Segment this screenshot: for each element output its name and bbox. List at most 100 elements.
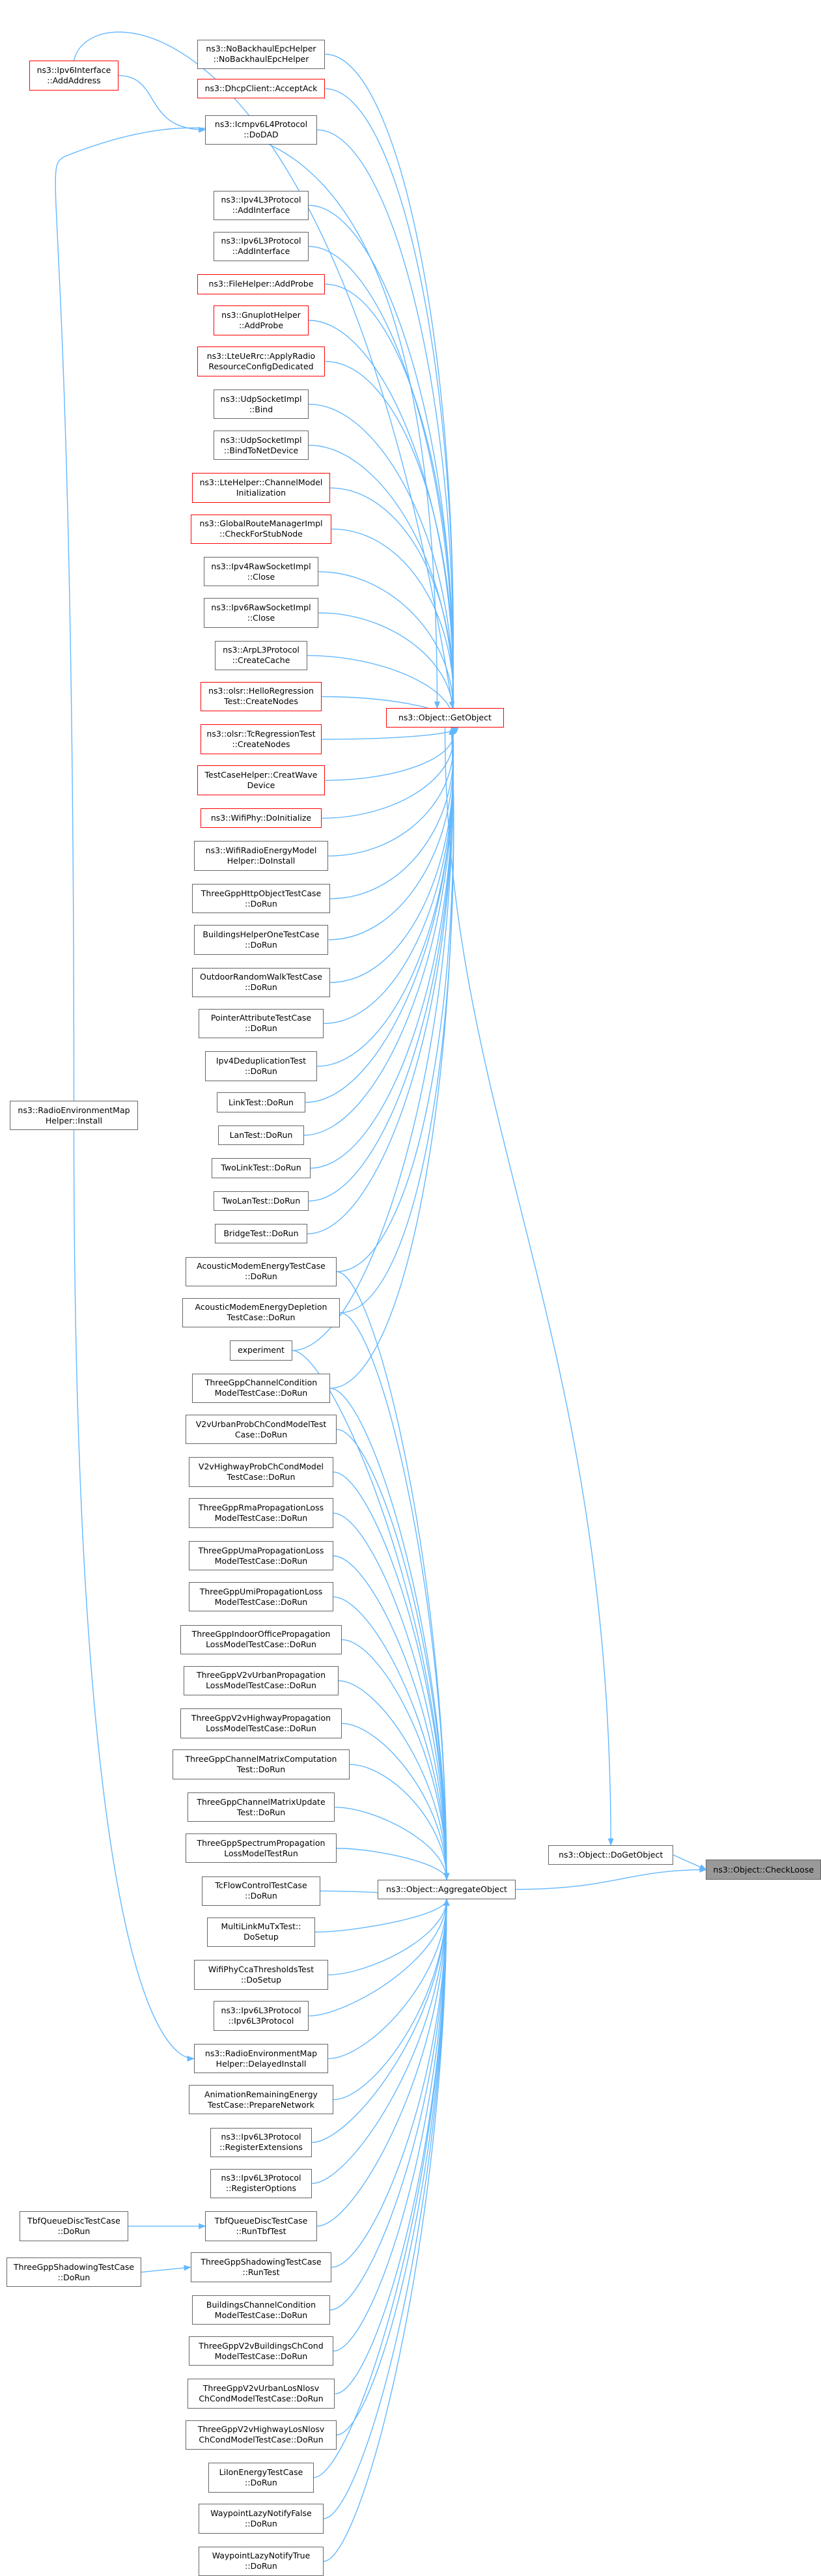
node-outdoorrandom-dorun[interactable]: OutdoorRandomWalkTestCase::DoRun xyxy=(192,967,330,998)
node-ipv6l3-regext[interactable]: ns3::Ipv6L3Protocol::RegisterExtensions xyxy=(210,2127,313,2157)
node-ipv6interface-addaddress[interactable]: ns3::Ipv6Interface::AddAddress xyxy=(29,61,118,91)
node-waypointfalse-dorun[interactable]: WaypointLazyNotifyFalse::DoRun xyxy=(199,2504,324,2534)
node-label: TwoLanTest::DoRun xyxy=(221,1195,301,1206)
node-lionenergy-dorun[interactable]: LiIonEnergyTestCase::DoRun xyxy=(208,2463,314,2493)
node-ipv4raw-close[interactable]: ns3::Ipv4RawSocketImpl::Close xyxy=(203,557,319,587)
node-getobject[interactable]: ns3::Object::GetObject xyxy=(385,708,505,728)
node-label: BridgeTest::DoRun xyxy=(223,1228,299,1239)
edge-threegppuma_dorun-to-aggregateobject xyxy=(333,1555,450,1880)
node-ipv4dedup-dorun[interactable]: Ipv4DeduplicationTest::DoRun xyxy=(205,1051,317,1081)
node-label: LossModelTestRun xyxy=(224,1848,298,1858)
node-tbfqueue-dorun[interactable]: TbfQueueDiscTestCase::DoRun xyxy=(20,2211,128,2241)
node-udpsocket-bind[interactable]: ns3::UdpSocketImpl::Bind xyxy=(213,389,309,419)
node-threegppshadow-runtest[interactable]: ThreeGppShadowingTestCase::RunTest xyxy=(190,2252,332,2282)
node-filehelper-addprobe[interactable]: ns3::FileHelper::AddProbe xyxy=(197,274,326,294)
node-gnuplot-addprobe[interactable]: ns3::GnuplotHelper::AddProbe xyxy=(213,305,309,335)
edge-ipv4l3_addinterface-to-getobject xyxy=(309,205,455,729)
node-multilinkmutx-dosetup[interactable]: MultiLinkMuTxTest::DoSetup xyxy=(206,1917,316,1947)
node-wifiphy-doinit[interactable]: ns3::WifiPhy::DoInitialize xyxy=(200,808,322,828)
node-buildingsone-dorun[interactable]: BuildingsHelperOneTestCase::DoRun xyxy=(193,925,329,955)
node-label: ThreeGppChannelMatrixComputation xyxy=(185,1754,337,1764)
node-tcflowcontrol-dorun[interactable]: TcFlowControlTestCase::DoRun xyxy=(202,1876,320,1906)
node-twolantest-dorun[interactable]: TwoLanTest::DoRun xyxy=(213,1191,309,1211)
node-globalroute-checkstub[interactable]: ns3::GlobalRouteManagerImpl::CheckForStu… xyxy=(190,514,332,544)
node-linktest-dorun[interactable]: LinkTest::DoRun xyxy=(216,1092,306,1112)
node-bridgetest-dorun[interactable]: BridgeTest::DoRun xyxy=(215,1224,307,1244)
node-label: TestCase::DoRun xyxy=(227,1312,296,1323)
node-experiment[interactable]: experiment xyxy=(230,1340,292,1361)
node-ipv4l3-addinterface[interactable]: ns3::Ipv4L3Protocol::AddInterface xyxy=(213,190,309,220)
node-threegppshadowing-dorun[interactable]: ThreeGppShadowingTestCase::DoRun xyxy=(7,2257,141,2287)
node-arpl3-createcache[interactable]: ns3::ArpL3Protocol::CreateCache xyxy=(215,640,307,671)
edge-testcasehelper_wave-to-getobject xyxy=(325,727,457,781)
node-label: ns3::GlobalRouteManagerImpl xyxy=(199,518,323,529)
edge-wifiphycca_dosetup-to-aggregateobject xyxy=(328,1898,450,1975)
node-twolinktest-dorun[interactable]: TwoLinkTest::DoRun xyxy=(212,1158,311,1178)
node-lantest-dorun[interactable]: LanTest::DoRun xyxy=(218,1125,304,1146)
node-label: ns3::RadioEnvironmentMap xyxy=(18,1105,130,1115)
edge-getobject-to-dogetobject xyxy=(444,728,614,1846)
edge-threegppchmatrix_dorun-to-aggregateobject xyxy=(350,1764,450,1880)
edge-threegppchmatrixupd_dorun-to-aggregateobject xyxy=(335,1806,450,1880)
edge-lteuerrc_apply-to-getobject xyxy=(325,361,455,729)
node-label: TbfQueueDiscTestCase xyxy=(27,2215,120,2226)
node-ipv6l3-addinterface[interactable]: ns3::Ipv6L3Protocol::AddInterface xyxy=(213,231,309,262)
node-label: ns3::Ipv6L3Protocol xyxy=(221,2132,301,2142)
node-dhcp-accept[interactable]: ns3::DhcpClient::AcceptAck xyxy=(197,79,326,99)
node-aggregateobject[interactable]: ns3::Object::AggregateObject xyxy=(378,1879,516,1899)
node-waypointtrue-dorun[interactable]: WaypointLazyNotifyTrue::DoRun xyxy=(199,2546,324,2576)
node-ipv6l3-ctor[interactable]: ns3::Ipv6L3Protocol::Ipv6L3Protocol xyxy=(213,2001,309,2031)
node-ipv6raw-close[interactable]: ns3::Ipv6RawSocketImpl::Close xyxy=(203,598,319,628)
node-acousticenergy-dorun[interactable]: AcousticModemEnergyTestCase::DoRun xyxy=(185,1256,337,1287)
edge-threegppv2vurban_dorun-to-aggregateobject xyxy=(338,1680,450,1880)
node-pointerattr-dorun[interactable]: PointerAttributeTestCase::DoRun xyxy=(199,1008,324,1039)
node-label: ns3::Ipv6L3Protocol xyxy=(221,2005,301,2015)
node-label: ::RegisterOptions xyxy=(225,2183,297,2194)
node-label: ThreeGppChannelMatrixUpdate xyxy=(197,1796,326,1807)
node-dogetobject[interactable]: ns3::Object::DoGetObject xyxy=(548,1845,674,1865)
node-tbfqueue-runtbf[interactable]: TbfQueueDiscTestCase::RunTbfTest xyxy=(205,2211,317,2241)
node-label: Test::DoRun xyxy=(236,1764,286,1775)
edge-aggregateobject-to-checkloose xyxy=(515,1867,707,1890)
node-label: Device xyxy=(247,780,275,791)
edge-acousticenergy_dorun-to-getobject xyxy=(337,727,455,1273)
node-label: ns3::olsr::TcRegressionTest xyxy=(206,729,316,739)
node-olsr-tc-create[interactable]: ns3::olsr::TcRegressionTest::CreateNodes xyxy=(200,724,322,754)
node-label: ThreeGppHttpObjectTestCase xyxy=(201,888,322,898)
node-wifiphycca-dosetup[interactable]: WifiPhyCcaThresholdsTest::DoSetup xyxy=(193,1960,329,1990)
node-label: LinkTest::DoRun xyxy=(229,1097,294,1107)
node-threegpphttp-dorun[interactable]: ThreeGppHttpObjectTestCase::DoRun xyxy=(192,884,330,914)
node-udpsocket-bindtonet[interactable]: ns3::UdpSocketImpl::BindToNetDevice xyxy=(213,430,309,460)
node-nobackhaul[interactable]: ns3::NoBackhaulEpcHelper::NoBackhaulEpcH… xyxy=(197,39,326,69)
node-label: ResourceConfigDedicated xyxy=(208,361,314,371)
node-icmpv6-dodad[interactable]: ns3::Icmpv6L4Protocol::DoDAD xyxy=(205,115,317,145)
node-label: ns3::Ipv4RawSocketImpl xyxy=(211,561,311,571)
edge-filehelper_addprobe-to-getobject xyxy=(325,283,455,729)
node-ipv6l3-regopt[interactable]: ns3::Ipv6L3Protocol::RegisterOptions xyxy=(210,2168,313,2198)
